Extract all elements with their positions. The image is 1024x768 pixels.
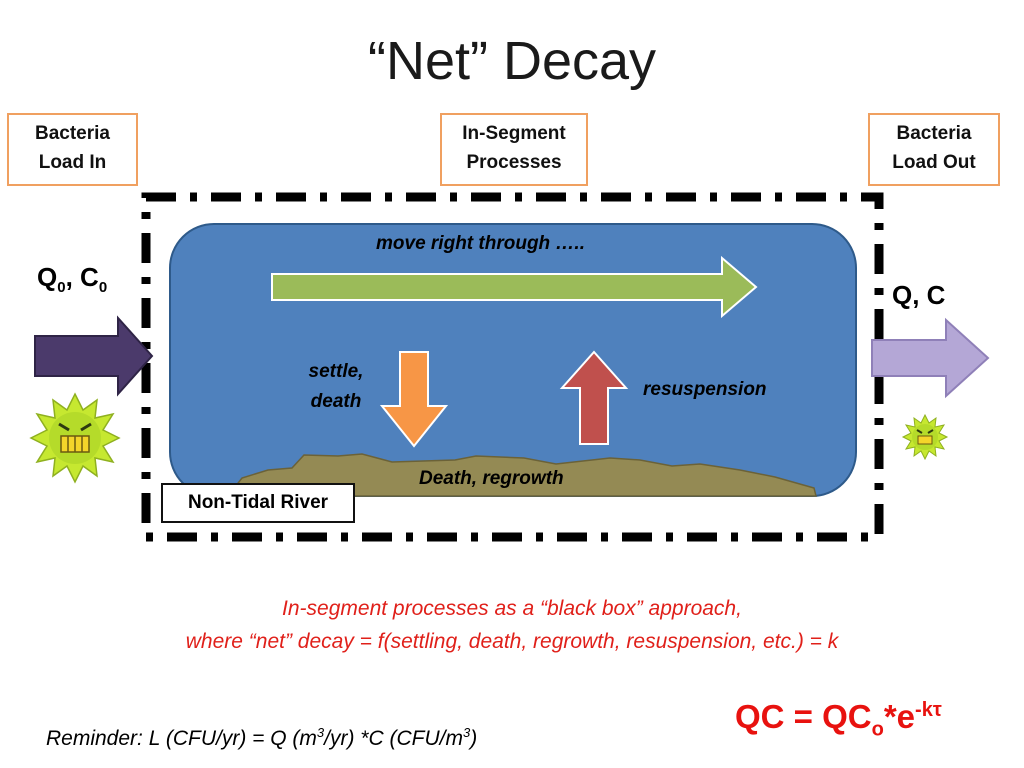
death-regrowth-label: Death, regrowth	[419, 468, 564, 489]
move-right-label: move right through …..	[376, 233, 585, 254]
outflow-arrow	[871, 317, 990, 399]
inflow-arrow	[34, 315, 154, 397]
page-title: “Net” Decay	[367, 31, 657, 91]
resuspension-label: resuspension	[643, 379, 767, 400]
settle-death-label: settle, death	[308, 361, 364, 412]
bacteria-load-out-label: Bacteria Load Out	[868, 113, 1000, 186]
resuspension-arrow	[559, 350, 629, 445]
water-body	[169, 223, 857, 497]
reminder-text: Reminder: L (CFU/yr) = Q (m3/yr) *C (CFU…	[46, 725, 478, 750]
note-line-1: In-segment processes as a “black box” ap…	[282, 597, 742, 620]
inflow-label: Q0, C0	[37, 262, 108, 297]
decay-formula: QC = QCo*e-kτ	[735, 698, 942, 741]
black-box-boundary	[141, 192, 884, 542]
outflow-label: Q, C	[892, 280, 946, 310]
bacteria-load-in-label: Bacteria Load In	[7, 113, 138, 186]
sediment-bed	[226, 453, 817, 497]
note-line-2: where “net” decay = f(settling, death, r…	[185, 630, 839, 653]
bacteria-icon-large	[29, 392, 121, 484]
non-tidal-river-label: Non-Tidal River	[161, 483, 355, 523]
bacteria-icon-small	[901, 413, 949, 461]
settle-arrow	[379, 351, 449, 448]
in-segment-processes-label: In-Segment Processes	[440, 113, 588, 186]
move-right-arrow	[271, 255, 758, 319]
